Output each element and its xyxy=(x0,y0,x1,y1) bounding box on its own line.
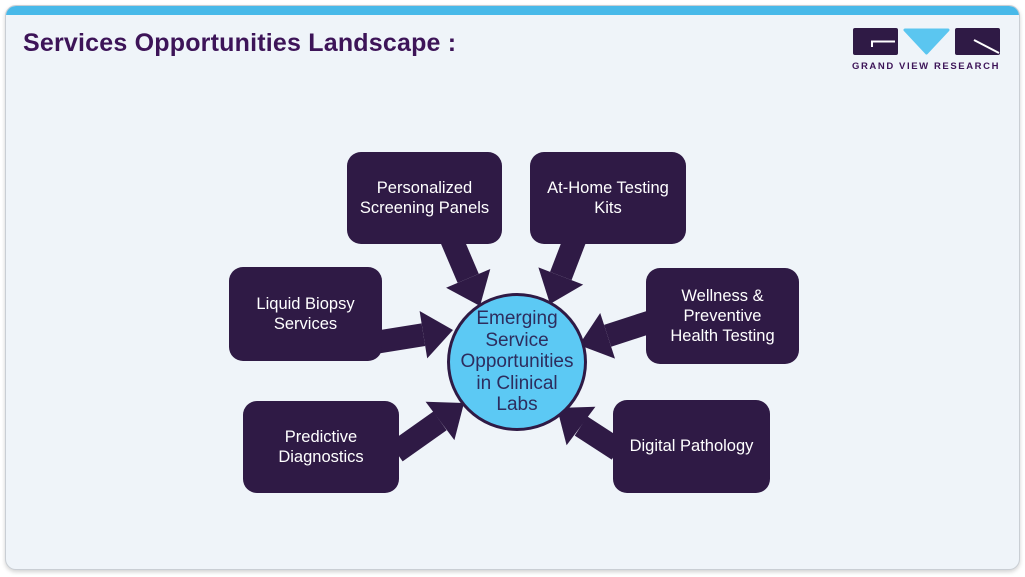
arrows-layer xyxy=(376,233,654,462)
slide-card: Services Opportunities Landscape : GRAND… xyxy=(5,5,1020,570)
node-label: Digital Pathology xyxy=(629,437,754,456)
arrow-digital-pathology-to-center xyxy=(557,406,625,460)
arrow-liquid-biopsy-to-center xyxy=(376,311,453,359)
node-label: Liquid Biopsy Services xyxy=(256,294,355,333)
logo-r-icon xyxy=(954,28,1000,55)
center-circle-emerging-opportunities: Emerging Service Opportunities in Clinic… xyxy=(447,293,587,431)
page-title: Services Opportunities Landscape : xyxy=(23,29,457,57)
node-label: Predictive Diagnostics xyxy=(278,427,364,466)
logo-wordmark: GRAND VIEW RESEARCH xyxy=(851,61,1001,72)
arrow-at-home-to-center xyxy=(538,234,586,304)
node-predictive-diagnostics: Predictive Diagnostics xyxy=(243,401,399,493)
node-liquid-biopsy-services: Liquid Biopsy Services xyxy=(229,267,382,361)
top-accent-bar xyxy=(6,6,1019,15)
node-wellness-preventive-health-testing: Wellness & Preventive Health Testing xyxy=(646,268,799,364)
node-label: Wellness & Preventive Health Testing xyxy=(670,286,775,346)
arrow-predictive-to-center xyxy=(389,401,464,462)
brand-logo: GRAND VIEW RESEARCH xyxy=(852,28,1000,72)
node-label: Personalized Screening Panels xyxy=(359,178,490,217)
arrow-wellness-to-center xyxy=(579,311,654,359)
diagram-stage: Personalized Screening Panels At-Home Te… xyxy=(6,6,1019,569)
center-circle-label: Emerging Service Opportunities in Clinic… xyxy=(460,308,574,416)
logo-blocks xyxy=(852,28,1000,55)
node-personalized-screening-panels: Personalized Screening Panels xyxy=(347,152,502,244)
logo-v-icon xyxy=(903,28,949,55)
node-digital-pathology: Digital Pathology xyxy=(613,400,770,493)
node-label: At-Home Testing Kits xyxy=(547,178,669,217)
node-at-home-testing-kits: At-Home Testing Kits xyxy=(530,152,686,244)
logo-g-icon xyxy=(852,28,898,55)
arrow-personalized-to-center xyxy=(440,233,491,306)
